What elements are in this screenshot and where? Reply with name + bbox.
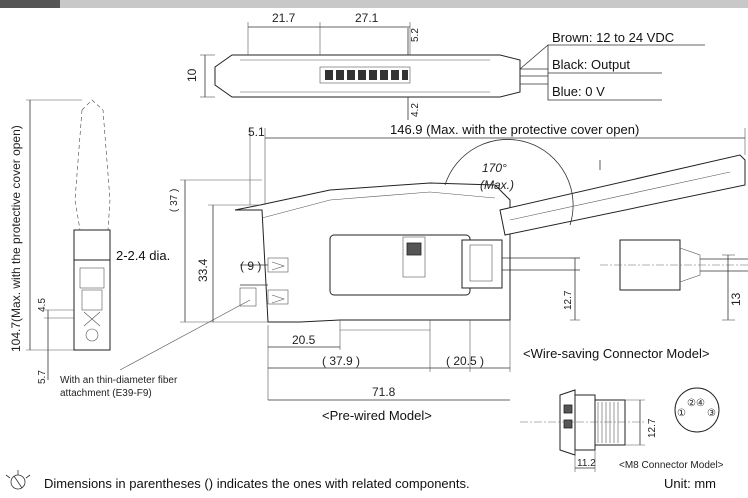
dim-27-1: 27.1 (355, 11, 379, 25)
dim-11-2: 11.2 (577, 458, 596, 469)
dim-13: 13 (729, 292, 743, 306)
footer-note: Dimensions in parentheses () indicates t… (44, 476, 470, 491)
dim-20-5: 20.5 (292, 333, 316, 347)
dim-71-8: 71.8 (372, 385, 396, 399)
dim-9: ( 9 ) (240, 259, 261, 273)
dim-37: ( 37 ) (169, 189, 180, 212)
dim-33-4: 33.4 (196, 258, 210, 282)
m8-label: <M8 Connector Model> (619, 460, 724, 471)
wire-brown: Brown: 12 to 24 VDC (552, 30, 674, 45)
wire-black: Black: Output (552, 57, 630, 72)
dim-12-7-m8: 12.7 (647, 418, 658, 438)
wire-blue: Blue: 0 V (552, 84, 605, 99)
fiber-dia: 2-2.4 dia. (116, 248, 170, 263)
dim-146-9: 146.9 (Max. with the protective cover op… (390, 122, 639, 137)
angle-max: (Max.) (480, 178, 514, 192)
wire-saving-label: <Wire-saving Connector Model> (523, 346, 709, 361)
pre-wired-label: <Pre-wired Model> (322, 408, 432, 423)
m8-pin-24: ②④ (687, 398, 705, 409)
wire-saving-view (600, 239, 748, 321)
m8-pin-3: ③ (707, 408, 716, 419)
angle-170: 170° (482, 161, 507, 175)
fiber-note-2: attachment (E39-F9) (60, 388, 152, 399)
dim-5-7: 5.7 (37, 370, 48, 384)
dim-12-7-front: 12.7 (563, 290, 574, 310)
fiber-note-1: With an thin-diameter fiber (60, 375, 178, 386)
dim-4-5: 4.5 (37, 298, 48, 312)
dim-21-7: 21.7 (272, 11, 296, 25)
m8-pin-face (674, 387, 720, 433)
dim-10: 10 (185, 68, 199, 82)
dim-20-5-paren: ( 20.5 ) (446, 354, 484, 368)
lightbulb-icon (5, 470, 31, 490)
top-view (200, 22, 548, 120)
dim-5-1: 5.1 (248, 125, 265, 139)
dim-104-7: 104.7(Max. with the protective cover ope… (9, 125, 23, 352)
header-bar (0, 0, 748, 8)
dim-37-9: ( 37.9 ) (322, 354, 360, 368)
unit-label: Unit: mm (664, 476, 716, 491)
side-view (26, 99, 111, 380)
m8-pin-1: ① (677, 408, 686, 419)
m8-view (520, 387, 720, 472)
wire-leaders (519, 44, 705, 101)
dim-4-2: 4.2 (410, 103, 421, 117)
front-view (119, 128, 746, 401)
header-accent (0, 0, 60, 8)
dim-5-2: 5.2 (410, 28, 421, 42)
